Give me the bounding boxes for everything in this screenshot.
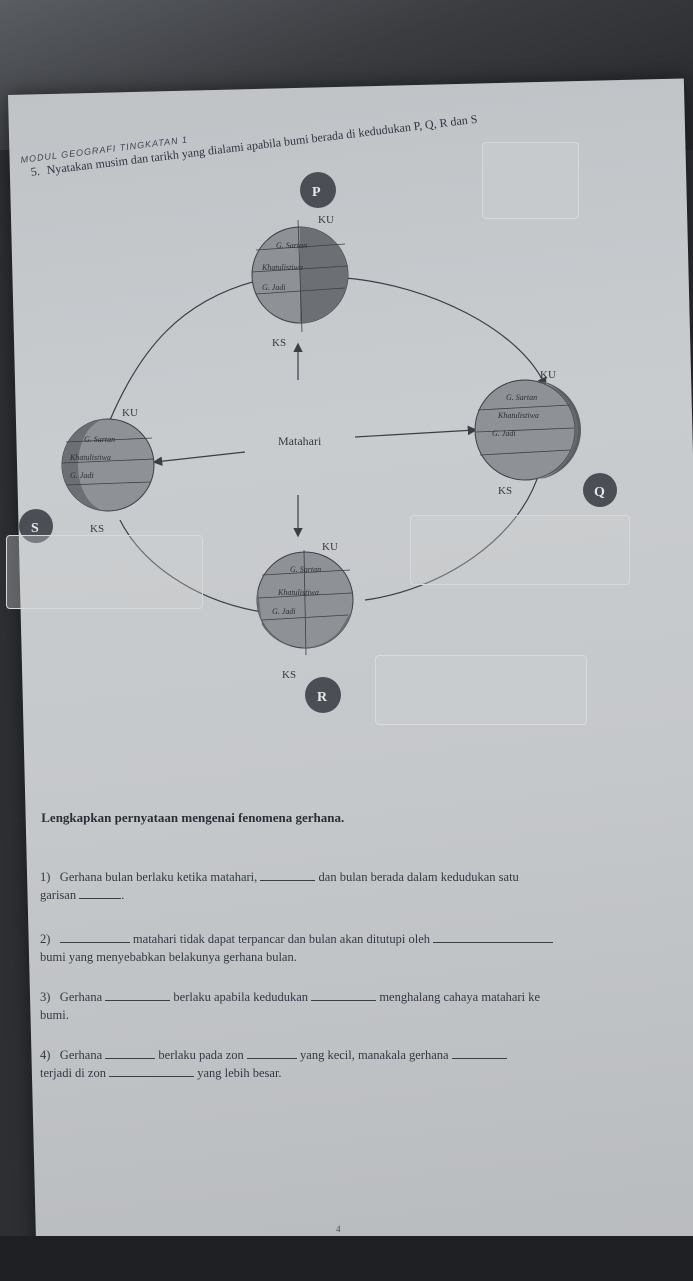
position-s-capricorn: G. Jadi — [70, 471, 94, 480]
position-p-equator: Khatulistiwa — [261, 263, 303, 272]
position-s-south: KS — [90, 523, 104, 535]
position-p-cancer: G. Sartan — [276, 241, 307, 250]
item-3-text-b2: menghalang cahaya matahari ke — [379, 990, 540, 1004]
answer-box-r[interactable] — [375, 655, 587, 725]
item-2-number: 2) — [40, 932, 51, 946]
item-4-blank-2[interactable] — [246, 1048, 297, 1059]
page-number: 4 — [336, 1224, 341, 1234]
answer-box-q[interactable] — [410, 515, 630, 585]
orbit-path-p-q — [344, 277, 547, 388]
item-4-blank-1[interactable] — [105, 1048, 156, 1059]
question-6-item-2: 2) matahari tidak dapat terpancar dan bu… — [40, 930, 680, 966]
item-3-text-c: bumi. — [40, 1008, 69, 1022]
question-6-number: 6. — [12, 810, 22, 825]
earth-r: R KU KS G. Sartan Khatulistiwa G. Jadi — [256, 541, 354, 713]
item-2-blank-2[interactable] — [433, 932, 554, 943]
position-q-capricorn: G. Jadi — [492, 429, 516, 438]
answer-box-p[interactable] — [482, 142, 579, 219]
question-6-item-1: 1) Gerhana bulan berlaku ketika matahari… — [40, 870, 519, 902]
position-s-cancer: G. Sartan — [84, 435, 115, 444]
position-p-north: KU — [318, 214, 334, 226]
position-p-south: KS — [272, 337, 286, 349]
item-2-blank-1[interactable] — [59, 932, 130, 943]
position-r-south: KS — [282, 669, 296, 681]
item-3-blank-1[interactable] — [105, 990, 171, 1001]
position-s-letter: S — [31, 521, 39, 536]
position-r-north: KU — [322, 541, 338, 553]
item-4-text-c: terjadi di zon — [40, 1066, 106, 1080]
item-2-text-a: matahari tidak dapat terpancar dan bulan… — [132, 932, 431, 946]
item-1-text-a: Gerhana bulan berlaku ketika matahari, — [59, 870, 258, 884]
question-6-item-4: 4) Gerhana berlaku pada zon yang kecil, … — [40, 1046, 680, 1082]
position-q-south: KS — [498, 485, 512, 497]
position-r-equator: Khatulistiwa — [277, 588, 319, 597]
item-4-blank-4[interactable] — [109, 1066, 195, 1077]
earth-s: S KU KS G. Sartan Khatulistiwa G. Jadi — [19, 407, 155, 543]
question-6: 6. Lengkapkan pernyataan mengenai fenome… — [12, 810, 662, 826]
orbit-path-q-r — [364, 469, 541, 601]
item-3-blank-2[interactable] — [311, 990, 377, 1001]
item-1-blank-1[interactable] — [260, 870, 316, 881]
item-4-number: 4) — [40, 1048, 51, 1062]
background-bottom — [0, 1236, 693, 1281]
item-2-text-c: bumi yang menyebabkan belakunya gerhana … — [40, 950, 297, 964]
item-1-number: 1) — [40, 870, 51, 884]
earth-q: Q KU KS G. Sartan Khatulistiwa G. Jadi — [474, 369, 617, 507]
item-3-number: 3) — [40, 990, 51, 1004]
position-r-capricorn: G. Jadi — [272, 607, 296, 616]
item-1-blank-2[interactable] — [79, 888, 122, 899]
item-4-text-b2: yang kecil, manakala gerhana — [300, 1048, 449, 1062]
item-4-text-c2: yang lebih besar. — [197, 1066, 282, 1080]
position-r-letter: R — [317, 690, 328, 705]
sun-ray-left — [152, 451, 246, 466]
item-3-text-b: berlaku apabila kedudukan — [173, 990, 309, 1004]
position-p-letter: P — [312, 185, 321, 200]
answer-box-s[interactable] — [6, 535, 203, 609]
position-q-letter: Q — [594, 485, 605, 500]
item-4-text-a: Gerhana — [59, 1048, 103, 1062]
question-6-text: Lengkapkan pernyataan mengenai fenomena … — [41, 810, 345, 825]
item-4-blank-3[interactable] — [451, 1048, 507, 1059]
position-q-north: KU — [540, 369, 556, 381]
sun-label: Matahari — [278, 434, 322, 448]
position-q-cancer: G. Sartan — [506, 393, 537, 402]
item-3-text-a: Gerhana — [59, 990, 103, 1004]
orbit-path-r-s — [119, 519, 263, 613]
position-s-equator: Khatulistiwa — [69, 453, 111, 462]
sun-ray-right — [354, 425, 478, 438]
item-1-text-c: garisan — [40, 888, 77, 902]
earth-p: P KU KS G. Sartan Khatulistiwa G. Jadi — [251, 172, 349, 349]
orbit-path-s-p — [109, 277, 263, 421]
item-1-text-b: dan bulan berada dalam kedudukan satu — [318, 870, 519, 884]
position-p-capricorn: G. Jadi — [262, 283, 286, 292]
earth-orbit-diagram: Matahari P KU KS G. Sartan Khatulistiwa … — [19, 172, 617, 713]
position-s-north: KU — [122, 407, 138, 419]
position-r-cancer: G. Sartan — [290, 565, 321, 574]
position-q-equator: Khatulistiwa — [497, 411, 539, 420]
question-6-item-3: 3) Gerhana berlaku apabila kedudukan men… — [40, 988, 680, 1024]
item-4-text-b: berlaku pada zon — [158, 1048, 244, 1062]
